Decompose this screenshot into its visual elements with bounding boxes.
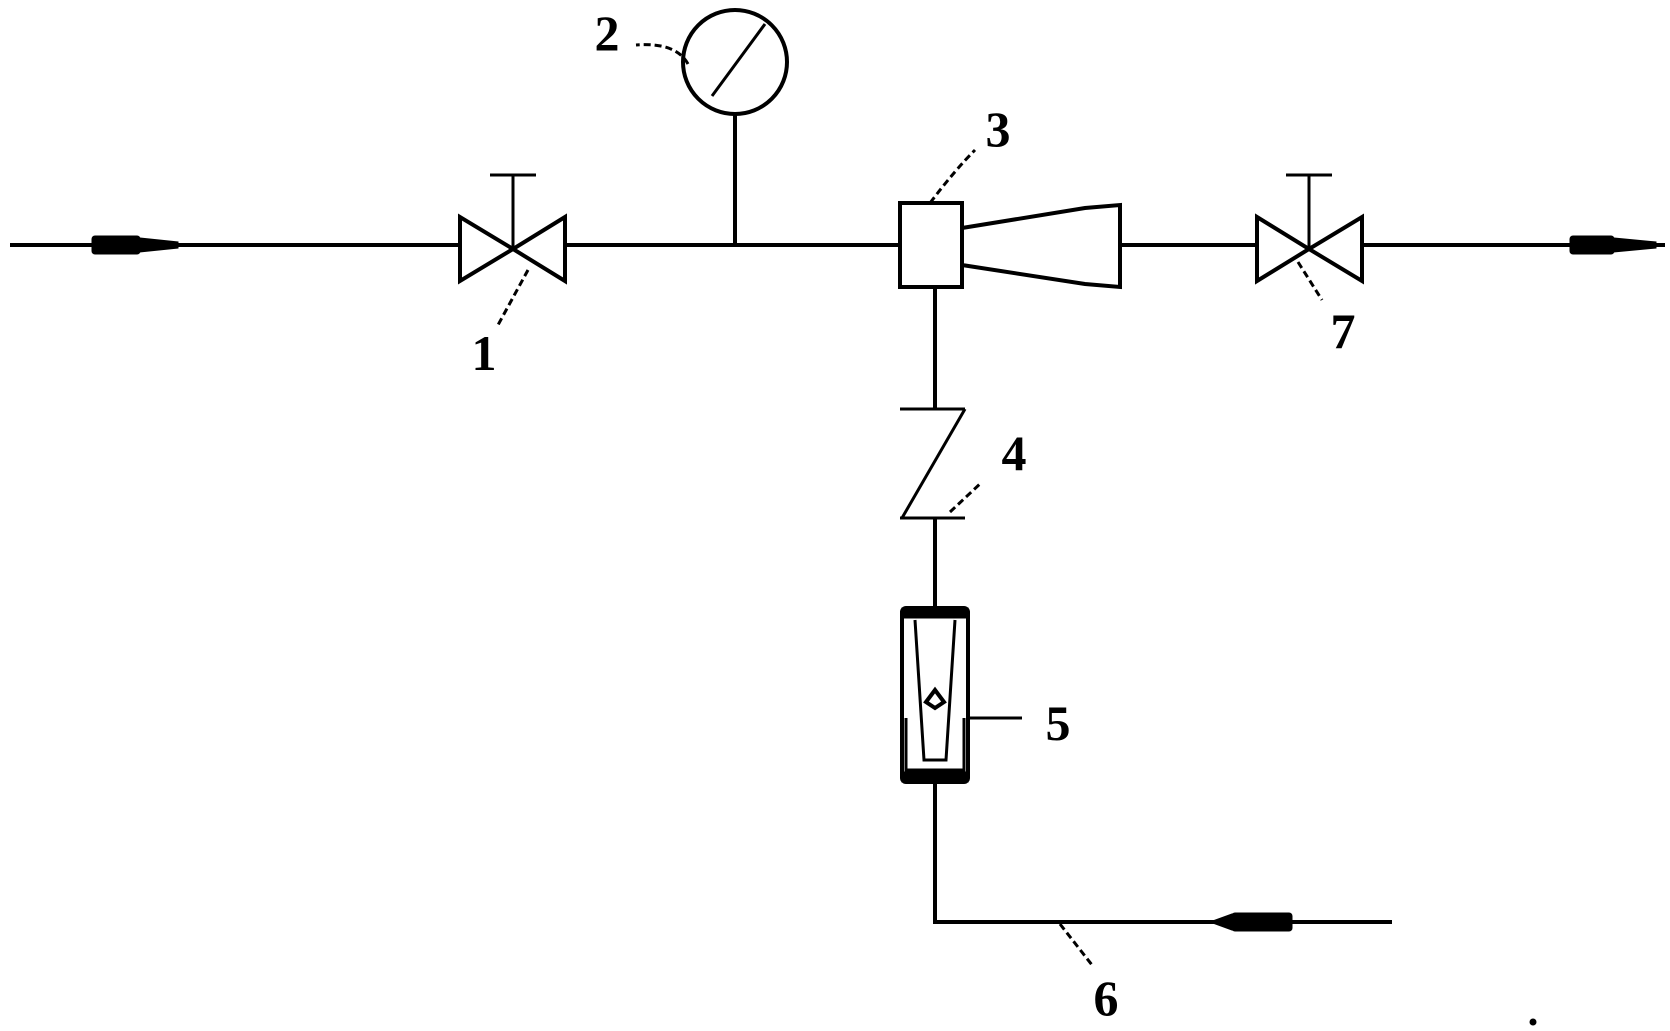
leader-4 — [948, 480, 984, 514]
label-1: 1 — [472, 325, 497, 381]
speck-mark — [1529, 1018, 1537, 1026]
leader-7 — [1296, 261, 1324, 301]
leader-2 — [635, 43, 690, 65]
label-2: 2 — [595, 5, 620, 61]
flowmeter-icon — [900, 606, 970, 784]
inlet-valve-icon — [458, 173, 567, 285]
pressure-gauge-icon — [681, 8, 789, 245]
label-5: 5 — [1046, 695, 1071, 751]
label-6: 6 — [1094, 970, 1119, 1026]
suction-flow-arrow-icon — [1208, 912, 1293, 932]
leader-1 — [496, 269, 530, 326]
label-7: 7 — [1331, 303, 1356, 359]
check-valve-icon — [900, 407, 967, 520]
outlet-valve-icon — [1255, 173, 1364, 285]
branch-pipeline — [933, 287, 1392, 924]
label-4: 4 — [1002, 425, 1027, 481]
leader-3 — [928, 148, 977, 204]
label-3: 3 — [986, 101, 1011, 157]
outlet-flow-arrow-icon — [1569, 235, 1657, 255]
leader-6 — [1058, 923, 1094, 966]
ejector-icon — [898, 201, 1122, 290]
inlet-flow-arrow-icon — [91, 235, 179, 255]
